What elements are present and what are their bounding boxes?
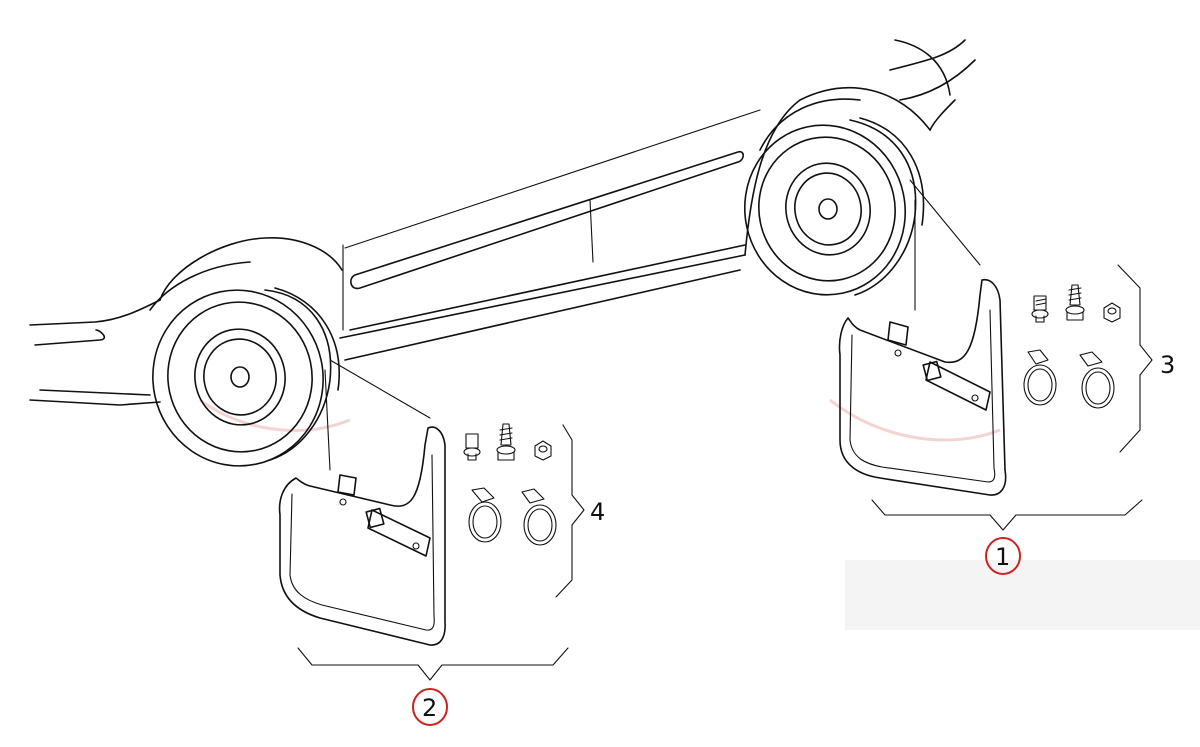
nut-icon [1103, 302, 1121, 323]
bracket-2 [297, 647, 569, 681]
clip-icon [521, 488, 557, 546]
rear-wheel [743, 117, 925, 296]
nut-icon [534, 440, 552, 461]
watermark [199, 398, 1200, 630]
car-body [29, 39, 976, 406]
bracket-3 [1117, 264, 1153, 453]
clip-icon [1023, 349, 1057, 406]
front-wheel [152, 287, 340, 467]
rear-mud-flap [838, 278, 1007, 496]
svg-text:2: 2 [422, 694, 437, 722]
clip-icon [1079, 351, 1115, 409]
front-hardware [463, 423, 557, 546]
callout-2: 2 [412, 688, 448, 726]
screw-icon [496, 423, 516, 461]
callout-3: 3 [1160, 351, 1175, 379]
leader-lines [324, 179, 981, 471]
bolt-icon [463, 433, 481, 461]
bracket-4 [555, 424, 585, 598]
rear-hardware [1023, 284, 1121, 409]
callout-1: 1 [985, 537, 1021, 575]
front-mud-flap [278, 426, 446, 646]
screw-icon [1065, 284, 1085, 321]
svg-text:1: 1 [995, 543, 1010, 571]
callout-4: 4 [590, 498, 605, 526]
bolt-icon [1031, 295, 1049, 323]
bracket-1 [871, 499, 1143, 531]
clip-icon [468, 487, 502, 543]
